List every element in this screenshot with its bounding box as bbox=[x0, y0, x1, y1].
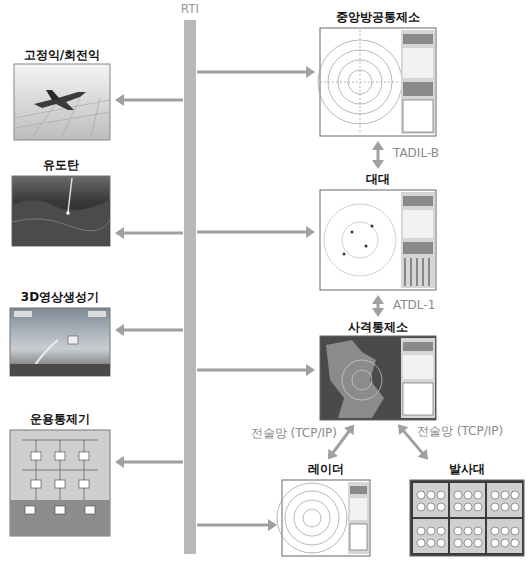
console-box: 발사대 bbox=[408, 462, 526, 558]
node-label: 3D영상생성기 bbox=[8, 290, 112, 305]
connector-arrow bbox=[197, 226, 315, 238]
3d-view-screenshot bbox=[10, 308, 110, 376]
launcher-screenshot bbox=[410, 480, 524, 556]
node-label: 유도탄 bbox=[10, 158, 112, 173]
arrow-head bbox=[306, 226, 315, 238]
connector-arrow bbox=[372, 295, 384, 317]
connector-arrow bbox=[115, 324, 183, 336]
arrow-head bbox=[372, 141, 384, 150]
connector-arrow bbox=[197, 519, 277, 531]
arrow-head bbox=[115, 324, 124, 336]
simulator-box: 유도탄 bbox=[10, 158, 112, 248]
arrow-head bbox=[418, 449, 428, 460]
node-label: 중앙방공통제소 bbox=[318, 10, 438, 25]
radar-screenshot bbox=[318, 28, 436, 136]
connector-arrow bbox=[197, 66, 315, 78]
controller-screenshot bbox=[10, 430, 110, 536]
arrow-head bbox=[398, 424, 408, 435]
missile-screenshot bbox=[12, 176, 110, 246]
arrow-head bbox=[115, 227, 124, 239]
node-label: 고정익/회전익 bbox=[12, 48, 112, 63]
console-box: 대대 bbox=[318, 172, 438, 292]
connector-arrow bbox=[115, 227, 183, 239]
radar-screenshot bbox=[277, 480, 370, 556]
node-label: 대대 bbox=[318, 172, 438, 187]
arrow-head bbox=[306, 364, 315, 376]
connector-arrow bbox=[115, 94, 183, 106]
arrow-head bbox=[372, 295, 384, 304]
link-label: TADIL-B bbox=[392, 146, 440, 160]
link-label: ATDL-1 bbox=[392, 298, 436, 312]
bus-label: RTI bbox=[166, 2, 214, 17]
rti-bus: RTI bbox=[166, 2, 214, 554]
map-screenshot bbox=[320, 336, 436, 420]
arrow-head bbox=[115, 456, 124, 468]
arrow-head bbox=[372, 160, 384, 169]
arrow-head bbox=[306, 66, 315, 78]
bus-bar bbox=[184, 20, 196, 554]
console-box: 중앙방공통제소 bbox=[318, 10, 438, 138]
node-label: 발사대 bbox=[408, 462, 526, 477]
arrow-head bbox=[268, 519, 277, 531]
arrow-head bbox=[372, 308, 384, 317]
arrow-head bbox=[344, 424, 354, 435]
arrow-head bbox=[328, 449, 338, 460]
simulator-box: 운용통제기 bbox=[8, 412, 112, 538]
console-box: 사격통제소 bbox=[318, 320, 438, 422]
simulator-box: 3D영상생성기 bbox=[8, 290, 112, 378]
console-box: 레이더 bbox=[280, 462, 372, 558]
node-label: 운용통제기 bbox=[8, 412, 112, 427]
connector-arrow bbox=[197, 364, 315, 376]
radar-screenshot bbox=[320, 190, 436, 290]
node-label: 사격통제소 bbox=[318, 320, 438, 335]
link-label: 전술망 (TCP/IP) bbox=[416, 424, 504, 438]
aircraft-screenshot bbox=[14, 64, 110, 140]
connector-arrow bbox=[372, 141, 384, 169]
connector-arrow bbox=[115, 456, 183, 468]
simulator-box: 고정익/회전익 bbox=[12, 48, 112, 142]
link-label: 전술망 (TCP/IP) bbox=[250, 426, 338, 440]
arrow-head bbox=[115, 94, 124, 106]
node-label: 레이더 bbox=[280, 462, 372, 477]
